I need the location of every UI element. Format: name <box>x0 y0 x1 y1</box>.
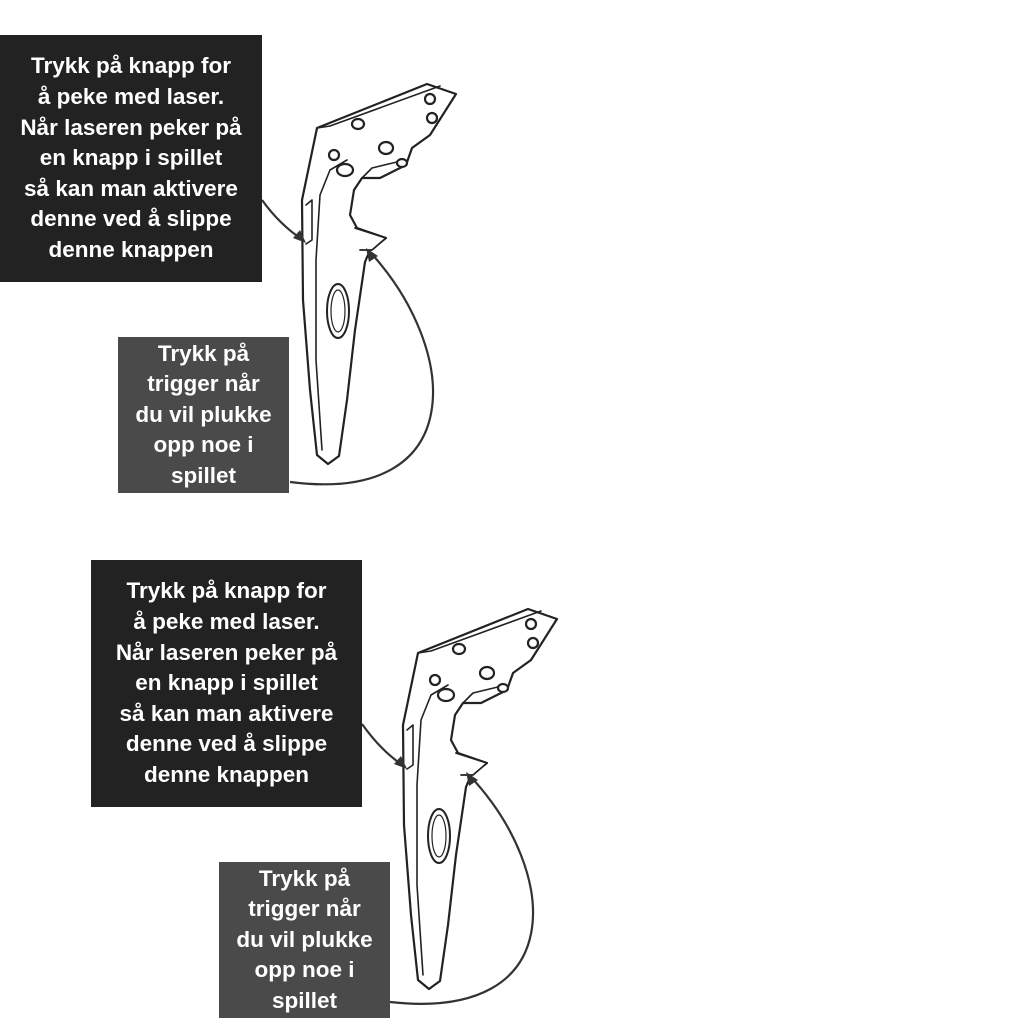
trigger-callout: Trykk på trigger når du vil plukke opp n… <box>219 862 390 1018</box>
callout-line: Når laseren peker på <box>20 114 242 140</box>
callout-line: du vil plukke <box>135 401 272 427</box>
callout-line: en knapp i spillet <box>135 670 318 696</box>
callout-line: å peke med laser. <box>37 84 225 110</box>
callout-line: så kan man aktivere <box>119 700 334 726</box>
callout-line: Trykk på <box>258 865 351 891</box>
callout-line: denne knappen <box>143 761 310 787</box>
callout-line: denne knappen <box>48 236 214 262</box>
callout-line: du vil plukke <box>236 926 373 952</box>
instruction-panel-1: Trykk på knapp for å peke med laser. Når… <box>0 35 458 493</box>
trigger-callout: Trykk på trigger når du vil plukke opp n… <box>118 337 289 493</box>
callout-line: opp noe i <box>254 957 355 983</box>
callout-line: Trykk på <box>157 340 250 366</box>
callout-line: å peke med laser. <box>133 609 320 635</box>
callout-line: opp noe i <box>153 432 254 458</box>
instruction-panel-2: Trykk på knapp for å peke med laser. Når… <box>0 512 1024 1024</box>
vr-controller-icon <box>261 82 458 486</box>
callout-line: en knapp i spillet <box>39 145 223 171</box>
callout-line: så kan man aktivere <box>24 175 238 201</box>
callout-line: trigger når <box>147 371 260 397</box>
callout-line: Trykk på knapp for <box>126 578 327 604</box>
callout-line: spillet <box>170 462 236 488</box>
callout-line: Når laseren peker på <box>115 639 338 665</box>
callout-line: spillet <box>271 987 337 1013</box>
callout-line: Trykk på knapp for <box>30 53 232 79</box>
button-callout: Trykk på knapp for å peke med laser. Når… <box>91 560 362 807</box>
callout-line: denne ved å slippe <box>125 731 328 757</box>
callout-line: denne ved å slippe <box>30 206 232 232</box>
callout-line: trigger når <box>248 896 361 922</box>
button-callout: Trykk på knapp for å peke med laser. Når… <box>0 35 262 282</box>
vr-controller-icon <box>361 607 559 1005</box>
